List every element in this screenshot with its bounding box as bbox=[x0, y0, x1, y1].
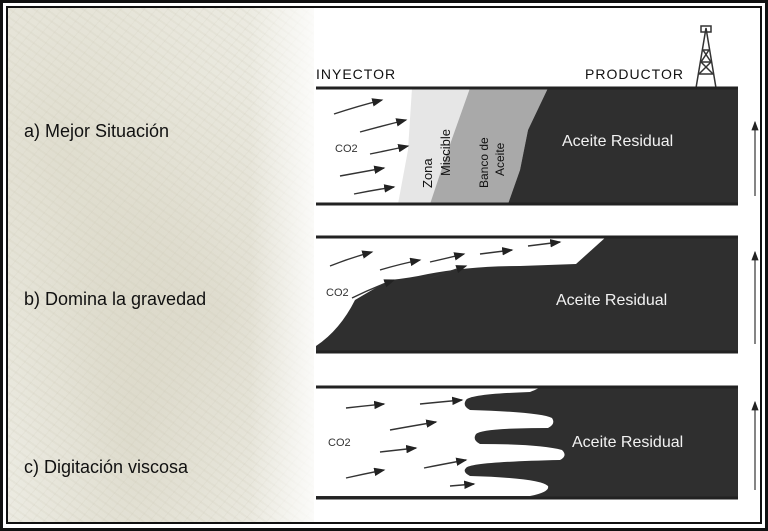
case-a-bank-line2: Aceite bbox=[493, 142, 507, 176]
flow-arrow-icon bbox=[333, 98, 384, 115]
flow-arrow-icon bbox=[329, 250, 374, 267]
injector-label: INYECTOR bbox=[316, 66, 397, 82]
case-b-label: b) Domina la gravedad bbox=[24, 289, 207, 309]
case-a-miscible-zone bbox=[398, 88, 470, 204]
flow-arrow-icon bbox=[345, 400, 386, 410]
flow-arrow-icon bbox=[339, 165, 386, 177]
case-b-reservoir bbox=[316, 235, 738, 354]
drilling-rig-icon bbox=[692, 25, 720, 89]
flow-arrow-icon bbox=[429, 252, 466, 263]
flow-arrow-icon bbox=[527, 239, 562, 248]
flow-arrow-icon bbox=[419, 396, 464, 406]
flow-arrow-icon bbox=[479, 247, 514, 256]
case-a-oil-bank bbox=[430, 88, 548, 204]
flow-arrow-icon bbox=[353, 184, 396, 195]
case-a-miscible-line2: Miscible bbox=[438, 129, 453, 176]
case-c-residual-oil bbox=[316, 387, 738, 498]
case-a-residual-label: Aceite Residual bbox=[562, 133, 673, 150]
flow-arrow-icon bbox=[369, 144, 410, 155]
flow-arrow-icon bbox=[345, 467, 386, 479]
inner-border bbox=[6, 6, 762, 524]
case-a-gas-label: CO2 bbox=[335, 143, 358, 155]
case-c-gas-label: CO2 bbox=[328, 437, 351, 449]
flow-arrow-icon bbox=[449, 480, 476, 489]
case-a-label: a) Mejor Situación bbox=[24, 121, 170, 141]
case-a-residual-oil bbox=[508, 88, 738, 204]
flow-arrow-icon bbox=[379, 257, 422, 271]
flow-arrow-icon bbox=[423, 457, 468, 469]
flow-arrow-icon bbox=[389, 419, 438, 431]
case-a-reservoir bbox=[316, 86, 738, 206]
flow-arrow-icon bbox=[351, 279, 396, 299]
flow-arrow-icon bbox=[379, 444, 418, 454]
case-c-residual-label: Aceite Residual bbox=[572, 434, 683, 451]
case-b-gas-label: CO2 bbox=[326, 287, 349, 299]
case-c-reservoir bbox=[316, 385, 738, 500]
case-a-bank-line1: Banco de bbox=[477, 137, 491, 188]
case-a-miscible-line1: Zona bbox=[420, 158, 435, 188]
producer-label: PRODUCTOR bbox=[585, 66, 684, 82]
flow-arrow-icon bbox=[429, 265, 468, 279]
case-c-label: c) Digitación viscosa bbox=[24, 457, 189, 477]
flow-arrow-icon bbox=[359, 118, 408, 133]
case-b-residual-oil bbox=[316, 237, 738, 352]
case-b-residual-label: Aceite Residual bbox=[556, 292, 667, 309]
